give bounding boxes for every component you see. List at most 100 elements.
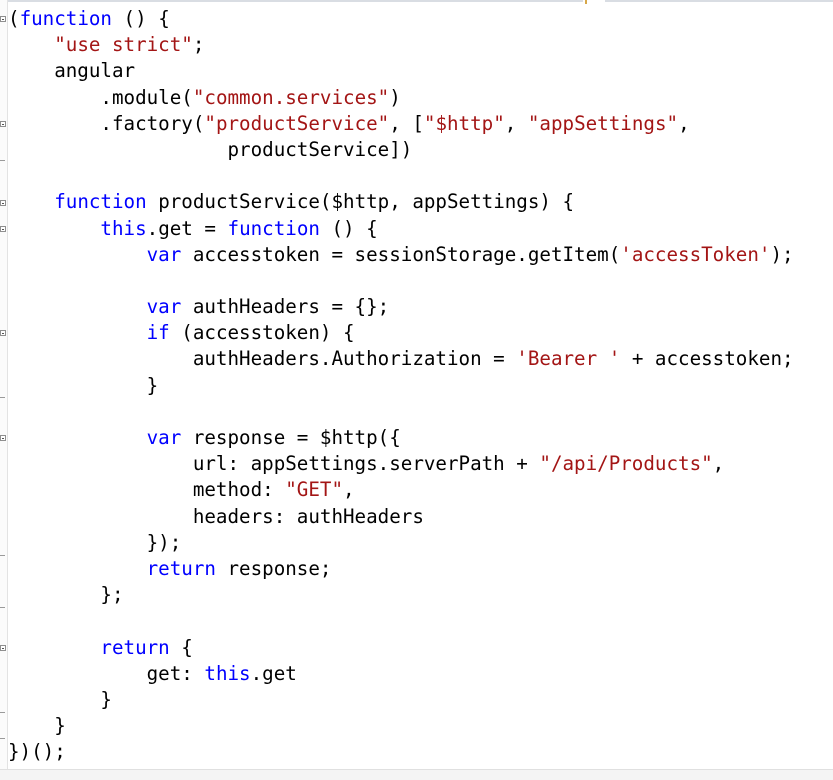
code-text: () { [111,7,170,30]
scroll-position-marker [585,0,587,4]
code-line: } [8,687,794,713]
code-text: , [343,478,355,502]
code-text: ) [389,85,401,109]
code-line: }); [8,530,794,556]
code-keyword: var [146,242,182,266]
code-line: "use strict"; [8,32,794,58]
code-line: .module("common.services") [8,85,794,111]
code-editor[interactable]: (function () { "use strict"; angular .mo… [8,6,794,765]
code-text: productService]) [8,137,413,161]
code-line: })(); [8,739,794,765]
code-text: accesstoken = sessionStorage.getItem( [181,242,621,266]
code-text: .factory( [8,111,205,135]
code-string: "$http" [423,111,505,135]
code-text: .module( [8,85,193,109]
code-text: method: [8,478,286,502]
code-text: }); [8,530,182,554]
code-text: ( [8,7,20,30]
code-line: headers: authHeaders [8,504,794,530]
code-line: return response; [8,556,794,582]
code-line: function productService($http, appSettin… [8,189,794,215]
code-keyword: return [146,556,216,580]
code-text: } [8,714,66,738]
code-text: , [504,111,528,135]
code-keyword: this [100,216,147,240]
code-text: response = $http({ [181,426,401,449]
code-line: get: this.get [8,661,794,687]
code-text [8,243,147,266]
editor-top-border [0,0,833,4]
code-keyword: function [19,7,112,30]
code-text: angular [8,59,136,83]
code-text: () { [319,216,378,240]
collapse-icon[interactable] [0,226,6,232]
code-line: productService]) [8,137,794,163]
code-line: url: appSettings.serverPath + "/api/Prod… [8,451,794,477]
code-text: get: [8,661,205,685]
code-string: "appSettings" [527,111,679,135]
code-line: return { [8,635,794,661]
collapse-icon[interactable] [0,200,6,206]
collapse-icon[interactable] [0,16,6,22]
code-text: headers: authHeaders [8,504,424,528]
code-text: } [8,373,159,397]
top-border-right [605,0,833,2]
code-text: authHeaders.Authorization = [8,347,517,371]
code-text: { [169,635,193,659]
code-text [8,426,147,449]
collapse-icon[interactable] [0,121,6,127]
fold-end-marker [0,160,5,161]
code-text [8,321,147,344]
code-line: }; [8,582,794,608]
code-line [8,608,794,634]
code-line: } [8,373,794,399]
code-text: ); [770,242,794,266]
code-line: var response = $http({ [8,425,794,451]
code-keyword: var [146,295,182,319]
code-line [8,399,794,425]
code-line: angular [8,58,794,84]
code-text [8,557,147,580]
code-text [8,217,100,240]
fold-end-marker [0,555,5,556]
collapse-icon[interactable] [0,435,6,441]
code-text [8,636,100,659]
code-line [8,163,794,189]
code-text: })(); [8,740,66,764]
code-text: , [ [389,111,424,135]
code-string: 'accessToken' [620,242,771,266]
code-keyword: var [146,426,182,449]
code-line: this.get = function () { [8,216,794,242]
code-text [8,190,54,213]
code-string: "common.services" [192,85,390,109]
code-string: "use strict" [54,33,193,57]
code-text: authHeaders = {}; [181,295,390,319]
code-string: "/api/Products" [539,452,713,476]
fold-end-marker [0,397,5,398]
code-line: method: "GET", [8,477,794,503]
code-text: (accesstoken) { [169,321,355,345]
code-string: 'Bearer ' [516,347,621,371]
code-keyword: function [227,216,320,240]
fold-gutter [0,0,8,780]
editor-bottom-strip [0,769,833,780]
code-keyword: function [54,190,147,214]
code-text: ; [192,33,205,57]
code-text: response; [215,556,332,580]
code-line: authHeaders.Authorization = 'Bearer ' + … [8,346,794,372]
code-text: , [678,111,690,135]
collapse-icon[interactable] [0,645,6,651]
fold-end-marker [0,712,5,713]
code-text: , [712,452,725,476]
code-line: } [8,713,794,739]
code-text: productService($http, appSettings) { [146,190,575,214]
code-text: } [8,687,112,711]
collapse-icon[interactable] [0,330,6,336]
code-keyword: this [204,661,251,685]
code-string: "productService" [204,111,390,135]
code-keyword: if [146,321,170,345]
code-text: }; [8,583,124,607]
code-text [8,33,54,56]
code-line: .factory("productService", ["$http", "ap… [8,111,794,137]
code-text: url: appSettings.serverPath + [8,452,540,476]
